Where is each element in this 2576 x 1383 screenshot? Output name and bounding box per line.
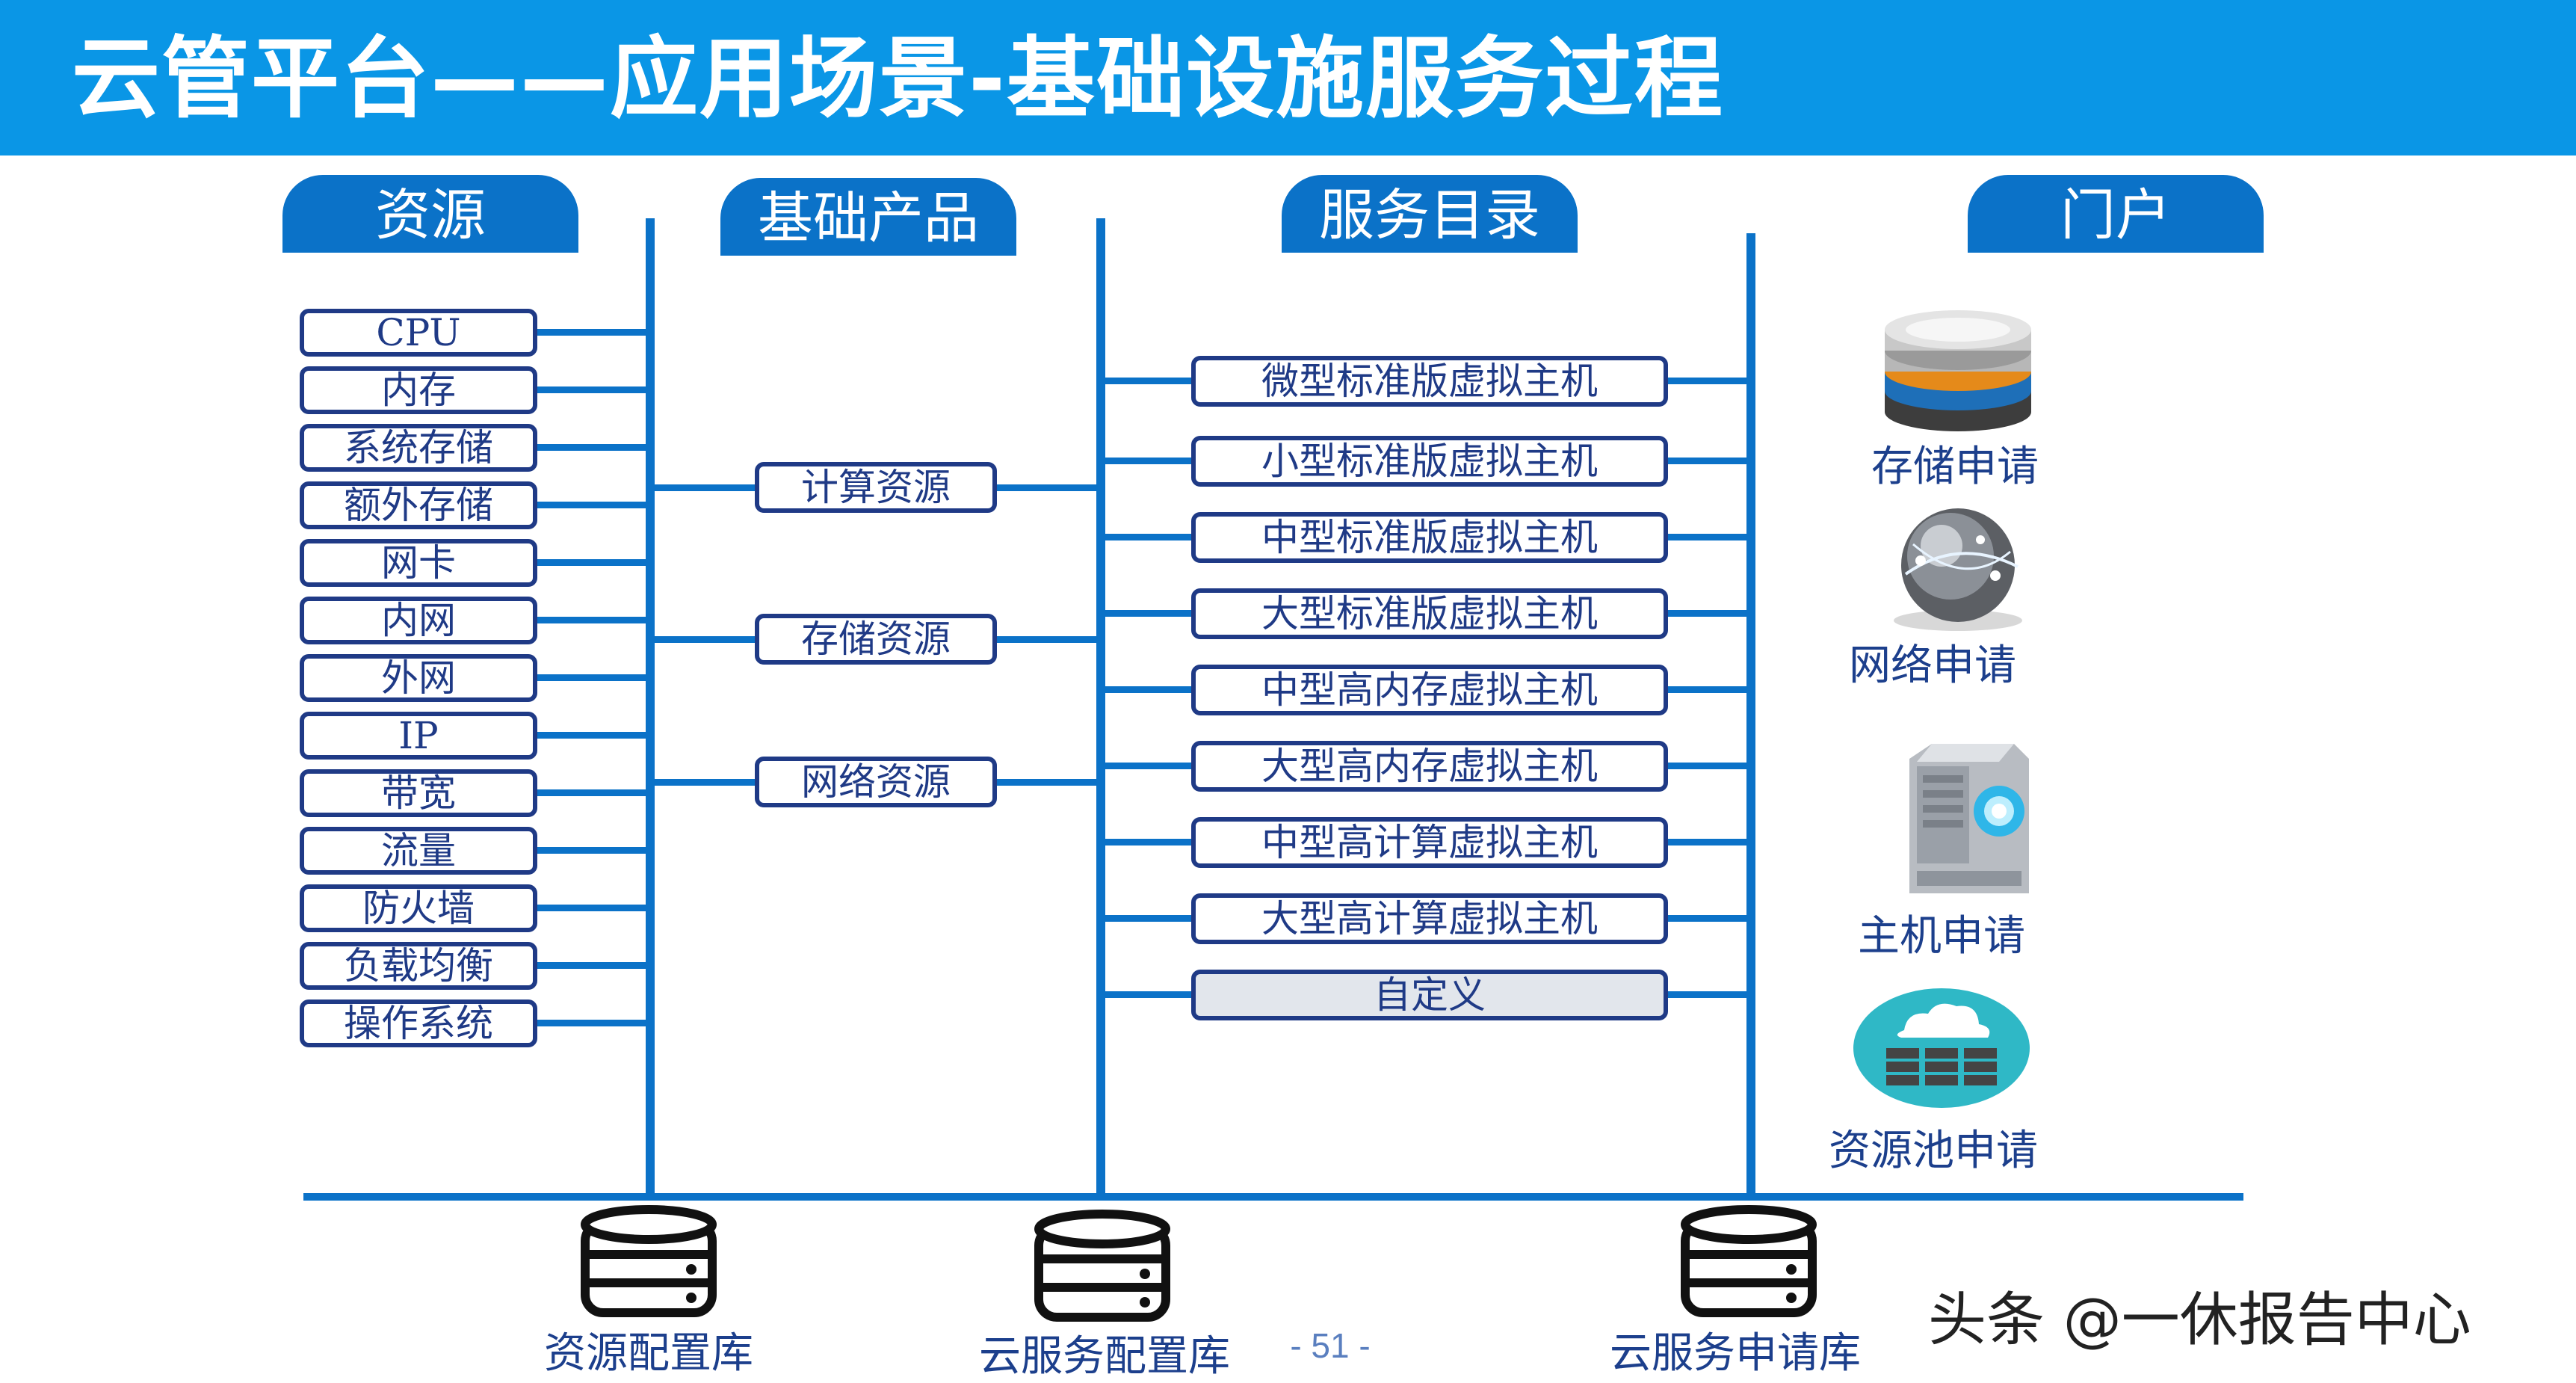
database-icon xyxy=(1031,1210,1173,1329)
tab-portal: 门户 xyxy=(1968,175,2264,253)
connector-line xyxy=(1105,915,1191,922)
connector-line xyxy=(537,386,646,393)
catalog-item-custom: 自定义 xyxy=(1191,970,1668,1020)
connector-line xyxy=(1668,458,1746,464)
connector-line xyxy=(537,559,646,566)
resource-item: IP xyxy=(300,712,537,760)
product-item: 计算资源 xyxy=(755,462,997,513)
database-label: 云服务配置库 xyxy=(979,1332,1230,1381)
database-label: 云服务申请库 xyxy=(1610,1329,1861,1378)
catalog-item: 中型标准版虚拟主机 xyxy=(1191,512,1668,563)
connector-line xyxy=(1668,610,1746,617)
resource-item: 流量 xyxy=(300,827,537,875)
resource-item: 外网 xyxy=(300,654,537,702)
connector-line xyxy=(655,779,755,786)
connector-line xyxy=(1105,534,1191,540)
connector-line xyxy=(537,847,646,854)
resource-item: 额外存储 xyxy=(300,481,537,529)
page-title: 云管平台——应用场景-基础设施服务过程 xyxy=(72,27,1724,130)
tab-resources: 资源 xyxy=(282,175,578,253)
resource-item: 防火墙 xyxy=(300,884,537,932)
connector-line xyxy=(1105,839,1191,845)
connector-line xyxy=(655,484,755,491)
database-icon xyxy=(1678,1205,1820,1325)
resource-item: 带宽 xyxy=(300,769,537,817)
connector-line xyxy=(1668,686,1746,693)
connector-line xyxy=(1668,378,1746,384)
catalog-item: 微型标准版虚拟主机 xyxy=(1191,356,1668,407)
watermark: 头条 @一休报告中心 xyxy=(1928,1287,2471,1354)
connector-line xyxy=(1105,458,1191,464)
resource-item: 内存 xyxy=(300,366,537,414)
connector-line xyxy=(1668,763,1746,769)
connector-line xyxy=(1105,991,1191,998)
catalog-item: 中型高内存虚拟主机 xyxy=(1191,665,1668,715)
connector-line xyxy=(537,674,646,681)
catalog-item: 大型高内存虚拟主机 xyxy=(1191,741,1668,792)
connector-line xyxy=(1105,686,1191,693)
resource-item: 内网 xyxy=(300,597,537,644)
resource-item: 网卡 xyxy=(300,539,537,587)
tab-service-catalog: 服务目录 xyxy=(1282,175,1578,253)
connector-line xyxy=(537,1020,646,1026)
connector-line xyxy=(655,636,755,643)
resource-item: 操作系统 xyxy=(300,999,537,1047)
portal-label: 资源池申请 xyxy=(1829,1127,2038,1175)
connector-line xyxy=(1105,610,1191,617)
catalog-item: 中型高计算虚拟主机 xyxy=(1191,817,1668,868)
connector-line xyxy=(537,329,646,336)
catalog-item: 大型高计算虚拟主机 xyxy=(1191,893,1668,944)
connector-line xyxy=(537,444,646,451)
product-item: 网络资源 xyxy=(755,757,997,807)
resource-item: 系统存储 xyxy=(300,424,537,472)
connector-line xyxy=(537,732,646,739)
catalog-item: 小型标准版虚拟主机 xyxy=(1191,436,1668,487)
resource-item: 负载均衡 xyxy=(300,942,537,990)
platform-base-line xyxy=(303,1193,2243,1201)
connector-line xyxy=(1668,915,1746,922)
catalog-bus-line xyxy=(1746,233,1755,1199)
connector-line xyxy=(997,636,1096,643)
tab-base-products: 基础产品 xyxy=(720,178,1016,256)
cloud-pool-icon xyxy=(1852,984,2031,1111)
connector-line xyxy=(997,484,1096,491)
connector-line xyxy=(997,779,1096,786)
connector-line xyxy=(537,502,646,508)
connector-line xyxy=(1668,839,1746,845)
portal-label: 网络申请 xyxy=(1849,641,2016,690)
connector-line xyxy=(537,617,646,623)
portal-label: 存储申请 xyxy=(1871,443,2039,491)
connector-line xyxy=(537,905,646,911)
connector-line xyxy=(537,789,646,796)
connector-line xyxy=(1668,534,1746,540)
globe-network-icon xyxy=(1876,507,2040,634)
title-bar: 云管平台——应用场景-基础设施服务过程 xyxy=(0,0,2576,155)
database-icon xyxy=(578,1205,720,1325)
product-item: 存储资源 xyxy=(755,614,997,665)
resources-bus-line xyxy=(646,218,655,1199)
storage-disk-icon xyxy=(1876,303,2040,437)
database-label: 资源配置库 xyxy=(544,1329,753,1378)
connector-line xyxy=(1668,991,1746,998)
connector-line xyxy=(1105,378,1191,384)
page-number: - 51 - xyxy=(1290,1326,1371,1365)
server-host-icon xyxy=(1887,736,2036,901)
catalog-item: 大型标准版虚拟主机 xyxy=(1191,588,1668,639)
products-bus-line xyxy=(1096,218,1105,1199)
resource-item: CPU xyxy=(300,309,537,357)
portal-label: 主机申请 xyxy=(1858,912,2025,961)
connector-line xyxy=(537,962,646,969)
connector-line xyxy=(1105,763,1191,769)
